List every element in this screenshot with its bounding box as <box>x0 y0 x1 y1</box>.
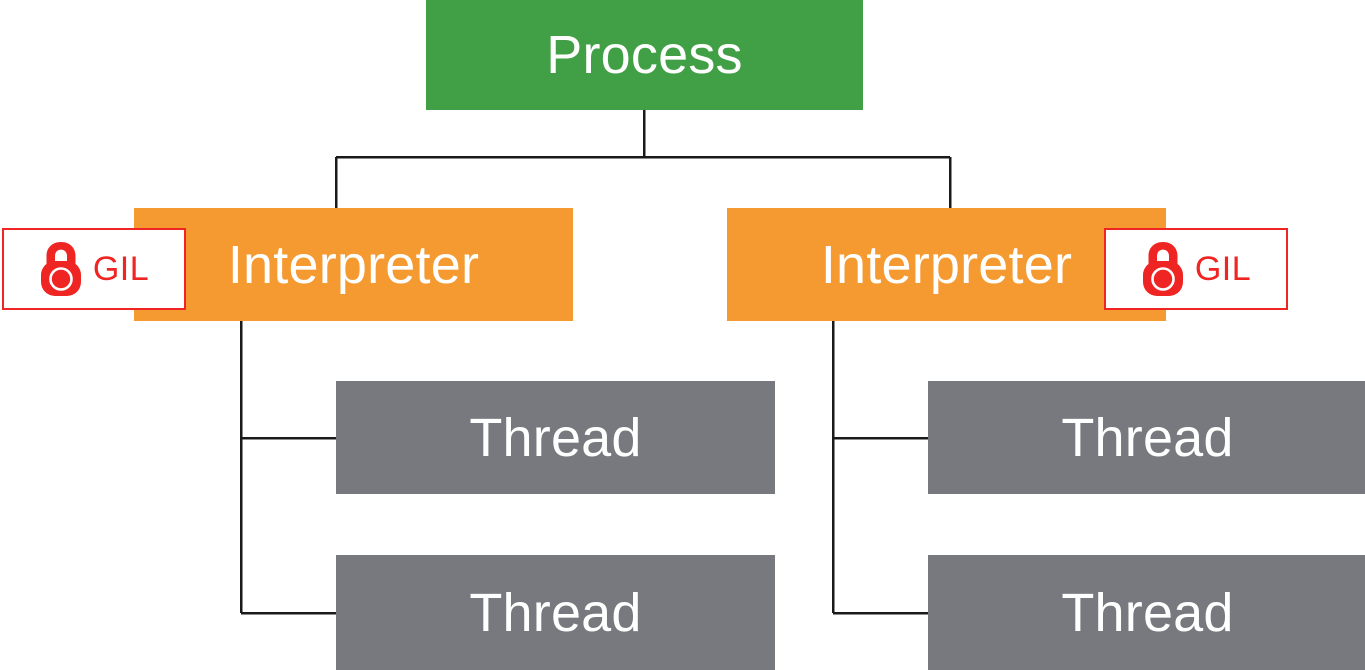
node-thread-right-top-label: Thread <box>1061 407 1234 468</box>
node-thread-left-bottom[interactable]: Thread <box>336 555 775 670</box>
node-process-label: Process <box>546 25 743 85</box>
node-thread-right-bottom-label: Thread <box>1061 582 1234 643</box>
padlock-icon <box>1141 241 1185 297</box>
gil-badge-right-label: GIL <box>1194 250 1252 288</box>
node-interpreter-right-label: Interpreter <box>820 234 1073 295</box>
gil-badge-left-label: GIL <box>92 250 150 288</box>
node-process[interactable]: Process <box>426 0 863 110</box>
gil-badge-right[interactable]: GIL <box>1104 228 1288 310</box>
node-thread-left-bottom-label: Thread <box>469 582 642 643</box>
node-thread-right-bottom[interactable]: Thread <box>928 555 1365 670</box>
node-interpreter-right[interactable]: Interpreter <box>727 208 1166 321</box>
node-thread-left-top[interactable]: Thread <box>336 381 775 494</box>
node-thread-right-top[interactable]: Thread <box>928 381 1365 494</box>
node-interpreter-left-label: Interpreter <box>227 234 480 295</box>
node-interpreter-left[interactable]: Interpreter <box>134 208 573 321</box>
node-thread-left-top-label: Thread <box>469 407 642 468</box>
padlock-icon <box>39 241 83 297</box>
gil-badge-left[interactable]: GIL <box>2 228 186 310</box>
